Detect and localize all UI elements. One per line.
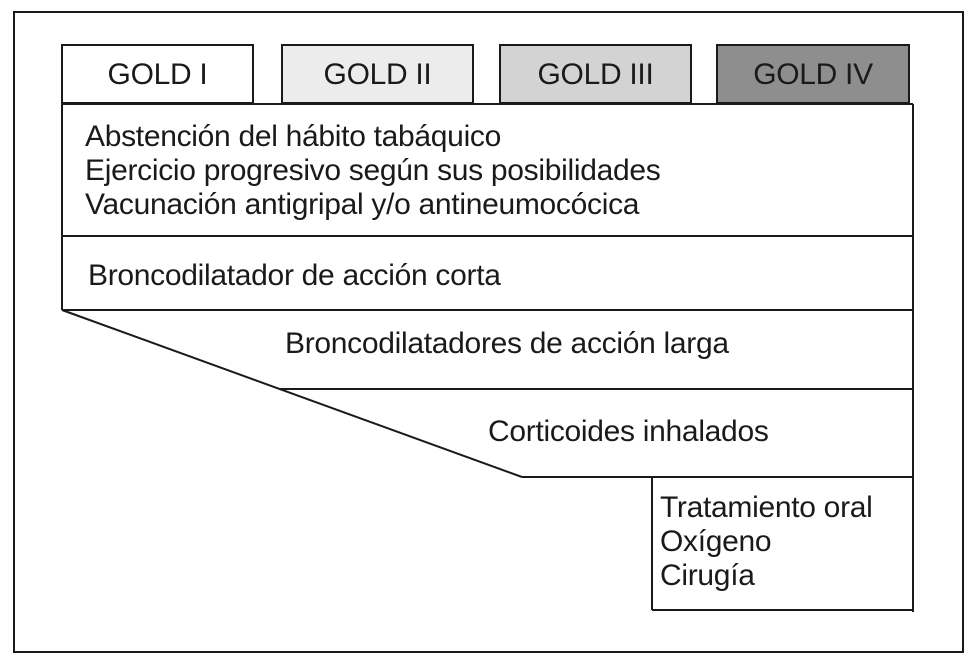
general-measures-block: Abstención del hábito tabáquico Ejercici… [85,120,661,222]
general-measure-vaccination: Vacunación antigripal y/o antineumocócic… [85,188,640,221]
advanced-treatment-oxygen: Oxígeno [660,525,772,558]
tab-gold-1: GOLD I [107,58,208,91]
advanced-treatment-oral: Tratamiento oral [660,491,873,524]
short-bronchodilator-label: Broncodilatador de acción corta [88,259,501,292]
outer-border [13,11,964,653]
treatment-staircase [61,103,914,612]
general-measure-exercise: Ejercicio progresivo según sus posibilid… [85,154,661,187]
tab-gold-3-box [499,44,692,104]
tab-gold-2: GOLD II [323,58,432,91]
advanced-treatments-block: Tratamiento oral Oxígeno Cirugía [660,491,873,593]
general-measure-smoking: Abstención del hábito tabáquico [85,120,502,153]
tab-gold-4-box [716,44,910,104]
advanced-treatment-surgery: Cirugía [660,559,755,592]
tab-gold-2-box [281,44,474,104]
long-bronchodilators-label: Broncodilatadores de acción larga [285,327,729,360]
tab-gold-3: GOLD III [537,58,654,91]
inhaled-corticoids-label: Corticoides inhalados [488,415,769,448]
tab-gold-4: GOLD IV [753,58,873,91]
